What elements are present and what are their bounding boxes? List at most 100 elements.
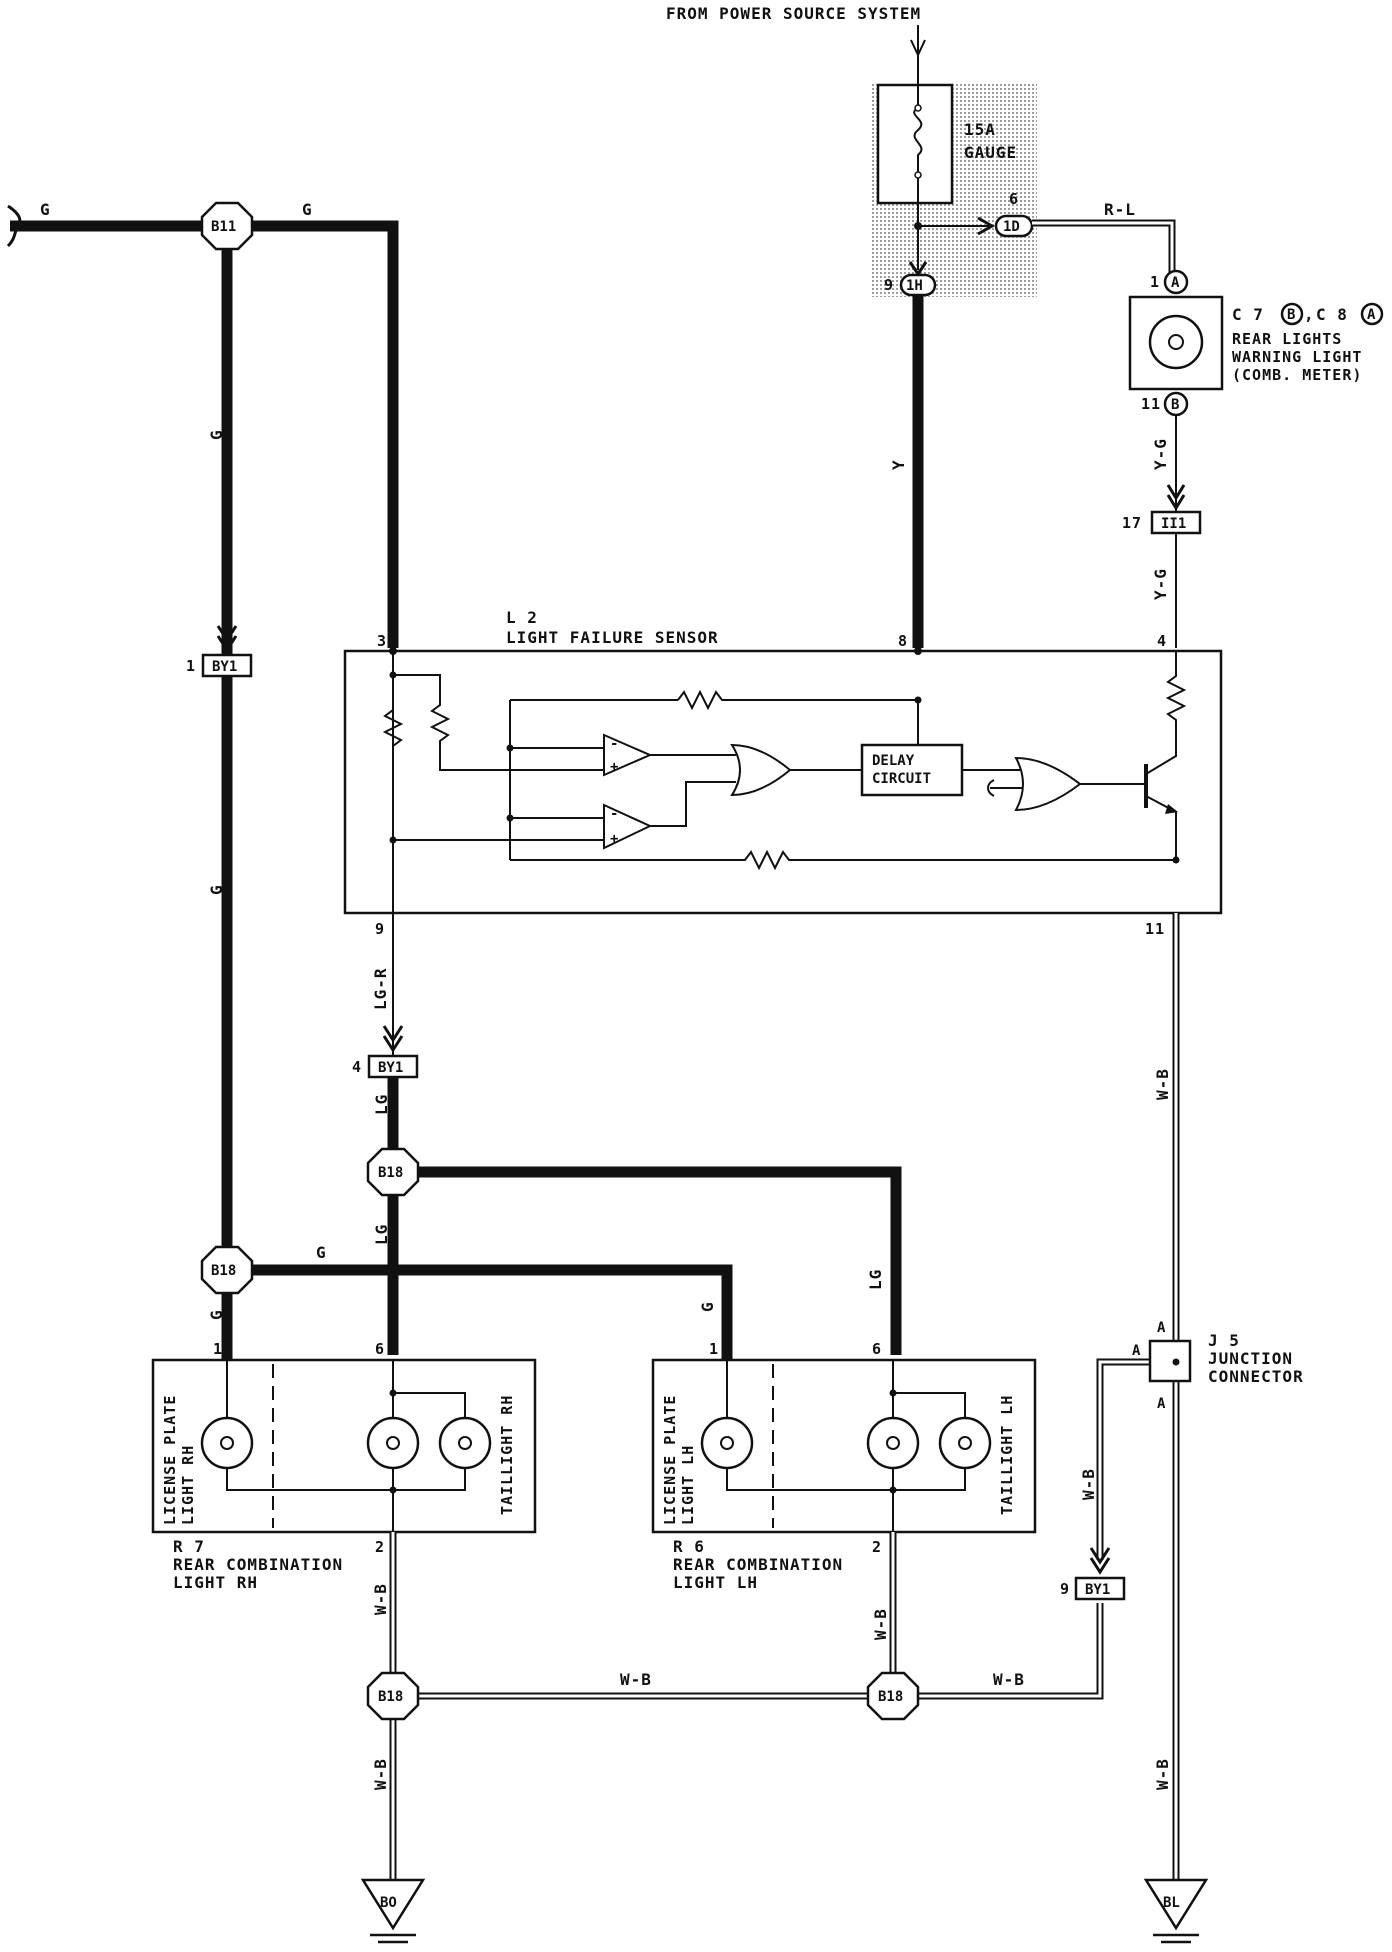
fuse-name: GAUGE bbox=[964, 143, 1017, 162]
svg-text:6: 6 bbox=[375, 1340, 385, 1358]
svg-text:LG: LG bbox=[372, 1224, 391, 1245]
svg-text:G: G bbox=[316, 1243, 327, 1262]
svg-text:,: , bbox=[1304, 305, 1315, 324]
connector-1h bbox=[899, 273, 937, 297]
svg-text:4: 4 bbox=[1157, 632, 1167, 650]
svg-text:1: 1 bbox=[186, 657, 196, 675]
svg-text:A: A bbox=[1367, 307, 1376, 323]
svg-text:A: A bbox=[1157, 1320, 1166, 1336]
svg-text:W-B: W-B bbox=[1079, 1468, 1098, 1500]
splice-b18-upper bbox=[366, 1147, 420, 1197]
splice-b11 bbox=[200, 201, 254, 251]
sensor-name: LIGHT FAILURE SENSOR bbox=[506, 628, 719, 647]
svg-text:G: G bbox=[302, 200, 313, 219]
svg-text:BY1: BY1 bbox=[378, 1060, 403, 1076]
svg-text:R 6: R 6 bbox=[673, 1537, 705, 1556]
svg-text:B18: B18 bbox=[378, 1165, 403, 1181]
svg-text:+: + bbox=[610, 759, 618, 775]
delay-circuit bbox=[860, 743, 964, 797]
svg-text:G: G bbox=[698, 1301, 717, 1312]
svg-text:-: - bbox=[610, 806, 618, 822]
light-failure-sensor bbox=[343, 649, 1223, 915]
svg-text:B: B bbox=[1171, 397, 1179, 413]
sensor-ref: L 2 bbox=[506, 608, 538, 627]
power-source-label: FROM POWER SOURCE SYSTEM bbox=[666, 4, 921, 23]
svg-text:TAILLIGHT RH: TAILLIGHT RH bbox=[498, 1395, 516, 1515]
svg-text:G: G bbox=[207, 1309, 226, 1320]
svg-text:1D: 1D bbox=[1003, 219, 1020, 235]
svg-text:J 5: J 5 bbox=[1208, 1331, 1240, 1350]
svg-text:Y-G: Y-G bbox=[1151, 568, 1170, 600]
svg-text:CIRCUIT: CIRCUIT bbox=[872, 771, 931, 787]
svg-text:G: G bbox=[207, 884, 226, 895]
svg-text:1H: 1H bbox=[906, 278, 923, 294]
svg-text:B: B bbox=[1287, 307, 1295, 323]
svg-text:9: 9 bbox=[1060, 1580, 1070, 1598]
svg-text:W-B: W-B bbox=[371, 1583, 390, 1615]
svg-text:2: 2 bbox=[872, 1538, 882, 1556]
svg-text:Y: Y bbox=[889, 459, 908, 470]
svg-text:9: 9 bbox=[884, 276, 894, 294]
svg-text:G: G bbox=[40, 200, 51, 219]
svg-text:G: G bbox=[207, 429, 226, 440]
fuse-box bbox=[876, 83, 954, 205]
wb-ground-wires bbox=[389, 913, 1180, 1925]
svg-text:LG: LG bbox=[372, 1094, 391, 1115]
ground-bl-icon bbox=[1143, 1878, 1209, 1944]
svg-text:W-B: W-B bbox=[1153, 1758, 1172, 1790]
svg-text:REAR LIGHTS: REAR LIGHTS bbox=[1232, 330, 1342, 348]
svg-text:LIGHT LH: LIGHT LH bbox=[679, 1445, 697, 1525]
svg-text:BY1: BY1 bbox=[1085, 1582, 1110, 1598]
svg-text:CONNECTOR: CONNECTOR bbox=[1208, 1367, 1304, 1386]
svg-text:LICENSE PLATE: LICENSE PLATE bbox=[161, 1395, 179, 1525]
svg-text:LG-R: LG-R bbox=[371, 967, 390, 1010]
svg-text:REAR COMBINATION: REAR COMBINATION bbox=[673, 1555, 843, 1574]
bulb-icon bbox=[200, 1416, 254, 1470]
fuse-rating: 15A bbox=[964, 120, 996, 139]
svg-text:W-B: W-B bbox=[620, 1670, 652, 1689]
splice-b18-lower-right bbox=[866, 1671, 920, 1721]
svg-text:REAR COMBINATION: REAR COMBINATION bbox=[173, 1555, 343, 1574]
svg-text:W-B: W-B bbox=[1153, 1068, 1172, 1100]
svg-text:1: 1 bbox=[709, 1340, 719, 1358]
svg-text:3: 3 bbox=[377, 632, 387, 650]
svg-text:A: A bbox=[1171, 275, 1180, 291]
svg-text:8: 8 bbox=[898, 632, 908, 650]
svg-text:W-B: W-B bbox=[371, 1758, 390, 1790]
warning-bulb-icon bbox=[1148, 314, 1204, 370]
svg-text:W-B: W-B bbox=[871, 1608, 890, 1640]
splice-b18-left bbox=[200, 1245, 254, 1295]
svg-text:9: 9 bbox=[375, 920, 385, 938]
svg-text:WARNING LIGHT: WARNING LIGHT bbox=[1232, 348, 1362, 366]
svg-text:-: - bbox=[610, 736, 618, 752]
svg-text:LIGHT RH: LIGHT RH bbox=[173, 1573, 258, 1592]
bulb-icon bbox=[938, 1416, 992, 1470]
svg-text:+: + bbox=[610, 831, 618, 847]
svg-text:W-B: W-B bbox=[993, 1670, 1025, 1689]
svg-text:BY1: BY1 bbox=[212, 659, 237, 675]
svg-text:B18: B18 bbox=[878, 1689, 903, 1705]
svg-text:DELAY: DELAY bbox=[872, 753, 915, 769]
svg-text:BO: BO bbox=[380, 1895, 397, 1911]
junction-connector-j5 bbox=[1148, 1339, 1192, 1383]
svg-text:6: 6 bbox=[872, 1340, 882, 1358]
svg-text:R-L: R-L bbox=[1104, 200, 1136, 219]
meter-ref: C 7 bbox=[1232, 305, 1264, 324]
svg-text:C 8: C 8 bbox=[1316, 305, 1348, 324]
svg-text:1: 1 bbox=[213, 1340, 223, 1358]
svg-text:Y-G: Y-G bbox=[1151, 438, 1170, 470]
svg-text:LG: LG bbox=[866, 1269, 885, 1290]
connector-by1-right bbox=[1074, 1576, 1126, 1601]
bulb-icon bbox=[438, 1416, 492, 1470]
svg-text:B11: B11 bbox=[211, 219, 236, 235]
svg-text:(COMB. METER): (COMB. METER) bbox=[1232, 366, 1362, 384]
svg-text:4: 4 bbox=[352, 1058, 362, 1076]
splice-b18-lower-left bbox=[366, 1671, 420, 1721]
svg-text:BL: BL bbox=[1163, 1895, 1180, 1911]
svg-text:JUNCTION: JUNCTION bbox=[1208, 1349, 1293, 1368]
ground-bo-icon bbox=[360, 1878, 426, 1944]
fuse-icon bbox=[913, 85, 923, 180]
svg-text:1: 1 bbox=[1150, 273, 1160, 291]
